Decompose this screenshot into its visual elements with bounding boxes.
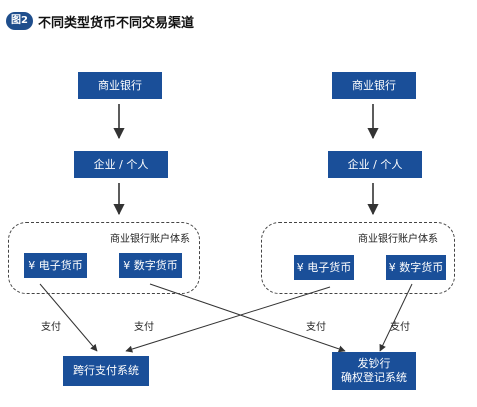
left-dmoney-box: ¥ 数字货币 [119,253,182,278]
figure-header: 图2 不同类型货币不同交易渠道 [6,10,194,32]
figure-title: 不同类型货币不同交易渠道 [37,15,194,31]
left-dmoney-to-issuer-line [149,283,346,353]
pay-label: 支付 [134,322,154,333]
pay-label: 支付 [390,322,410,333]
interbank-payment-system-box: 跨行支付系统 [63,356,149,386]
left-emoney-box: ¥ 电子货币 [24,253,87,278]
figure-badge: 图2 [6,12,33,30]
left-group-label: 商业银行账户体系 [110,234,190,245]
right-bank-box: 商业银行 [332,72,416,99]
issuer-line2: 确权登记系统 [341,371,407,384]
issuer-line1: 发钞行 [357,357,391,370]
left-account-group [8,222,200,294]
right-dmoney-box: ¥ 数字货币 [386,255,446,280]
right-emoney-to-interbank-line [125,286,331,353]
right-dmoney-to-issuer-line [379,283,413,352]
right-group-label: 商业银行账户体系 [358,234,438,245]
right-entity-box: 企业 / 个人 [328,151,422,178]
left-emoney-to-interbank-line [39,283,98,352]
pay-label: 支付 [41,322,61,333]
issuer-registration-system-box: 发钞行 确权登记系统 [332,352,416,390]
right-account-group [261,222,455,294]
right-emoney-box: ¥ 电子货币 [294,255,354,280]
left-entity-box: 企业 / 个人 [74,151,168,178]
pay-label: 支付 [306,322,326,333]
left-bank-box: 商业银行 [78,72,162,99]
